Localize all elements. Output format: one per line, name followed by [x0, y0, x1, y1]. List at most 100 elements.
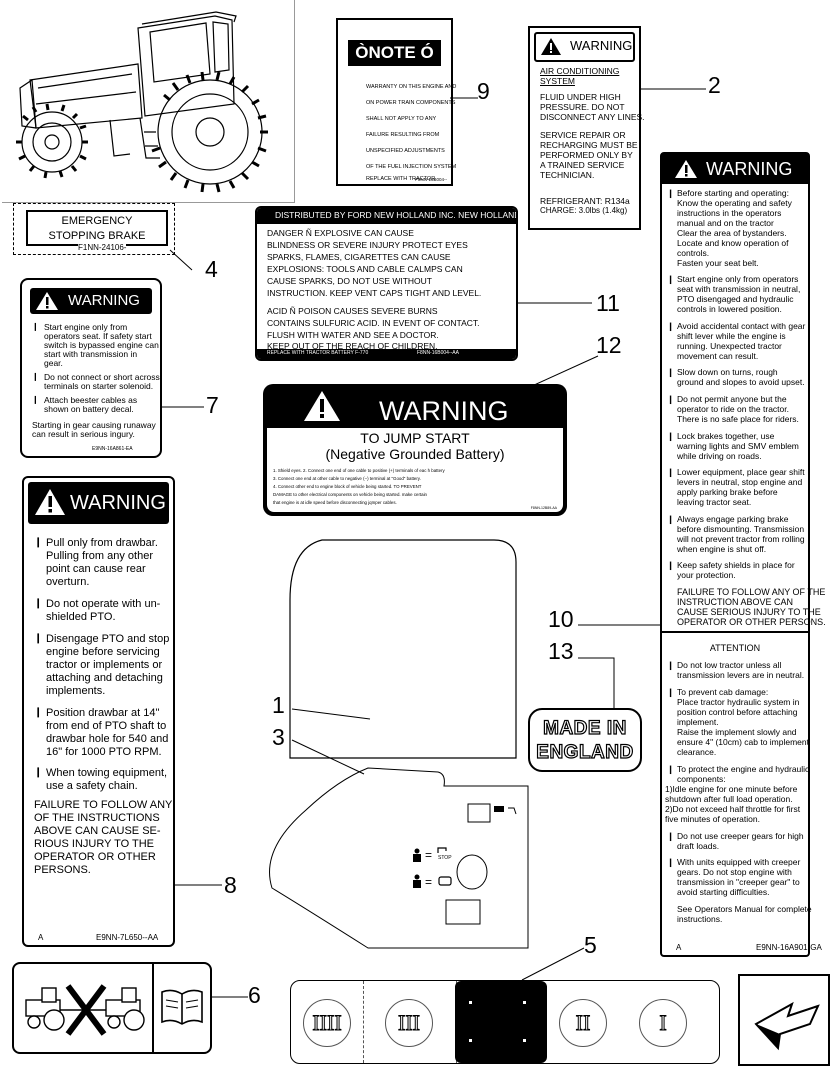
drawbar-header: WARNING: [28, 482, 169, 524]
decal-warranty-note: ÒNOTE Ó WARRANTY ON THIS ENGINE AND ON P…: [336, 18, 457, 186]
operating-bullet: ❙: [667, 274, 675, 284]
starter-text: switch is bypassed engine can: [44, 340, 159, 350]
ac-line: SERVICE REPAIR OR: [540, 130, 626, 140]
operating-text: seat with transmission in neutral,: [677, 284, 801, 294]
starter-bullet: ❙: [32, 322, 39, 331]
drawbar-bullet: ❙: [34, 633, 43, 644]
operating-bullet: ❙: [667, 857, 675, 867]
leader-line-5: [521, 947, 585, 981]
callout-7: 7: [206, 392, 219, 418]
operating-text: There is no safe place for riders.: [677, 414, 799, 424]
note-title: ÒNOTE Ó: [355, 43, 434, 62]
leader-line-11: [516, 302, 592, 304]
note-line: REPLACE WITH TRACTOR: [366, 176, 436, 182]
seat-icon: [413, 848, 421, 862]
starter-bullet: ❙: [32, 395, 39, 404]
gear-slot-3: III: [385, 999, 433, 1047]
starter-text: Starting in gear causing runaway: [32, 420, 156, 430]
starter-text: Do not connect or short across: [44, 372, 160, 382]
operating-text: before dismounting. Transmission: [677, 524, 805, 534]
callout-2: 2: [708, 72, 721, 98]
operating-text: while driving on roads.: [677, 451, 762, 461]
decal-air-conditioning: WARNING AIR CONDITIONING SYSTEM FLUID UN…: [528, 26, 645, 230]
callout-8: 8: [224, 872, 237, 898]
operating-header: WARNING: [662, 154, 808, 184]
operating-text: Slow down on turns, rough: [677, 367, 778, 377]
arrow-down-left-icon: [754, 1001, 820, 1051]
note-line: UNSPECIFIED ADJUSTMENTS: [366, 148, 445, 154]
battery-footer-right: F8NN-16B004--AA: [417, 350, 459, 356]
battery-line: CAUSE SPARKS, DO NOT USE WITHOUT: [267, 276, 432, 286]
drawbar-text: Position drawbar at 14": [46, 707, 160, 719]
starter-text: start with transmission in: [44, 349, 138, 359]
battery-line: INSTRUCTION. KEEP VENT CAPS TIGHT AND LE…: [267, 288, 482, 298]
next-page-button[interactable]: [738, 974, 830, 1066]
operating-bullet: ❙: [667, 367, 675, 377]
note-line: WARRANTY ON THIS ENGINE AND: [366, 84, 457, 90]
drawbar-failure: RIOUS INJURY TO THE: [34, 838, 155, 850]
jump-fine-line: 1. Shield eyes. 2. Connect one end of on…: [273, 468, 445, 473]
operating-part-number: E9NN-16A901-GA: [756, 943, 822, 952]
emergency-part-number: F1NN-24106-: [78, 243, 127, 252]
decal-control-panel: [269, 767, 529, 949]
operating-text: operator to ride on the tractor.: [677, 404, 789, 414]
note-line: OF THE FUEL INJECTION SYSTEM: [366, 164, 457, 170]
leader-line-8: [174, 884, 222, 886]
gear-slot-2: II: [559, 999, 607, 1047]
neutral-dot: [523, 1039, 526, 1042]
neutral-dot: [523, 1001, 526, 1004]
operating-text: ground and slopes to avoid upset.: [677, 377, 805, 387]
drawbar-header-text: WARNING: [70, 492, 166, 514]
starter-text: terminals on starter solenoid.: [44, 381, 154, 391]
operating-text: ensure 4" (10cm) cab to implement: [677, 737, 809, 747]
leader-line-3: [291, 739, 365, 775]
jump-fine-line: DAMAGE to other electrical components on…: [273, 492, 427, 497]
operating-text: Know the operating and safety: [677, 198, 792, 208]
ac-line: PRESSURE. DO NOT: [540, 102, 625, 112]
ac-header: WARNING: [534, 32, 635, 62]
callout-13: 13: [548, 638, 574, 664]
leader-line-1: [291, 708, 371, 720]
leader-line-7: [160, 406, 204, 408]
panel-equals: =: [425, 848, 433, 862]
operating-attention: ATTENTION: [709, 643, 761, 653]
note-line: SHALL NOT APPLY TO ANY: [366, 116, 437, 122]
starter-part-number: E9NN-16A861-EA: [92, 446, 133, 452]
ac-line: FLUID UNDER HIGH: [540, 92, 621, 102]
operating-bullet: ❙: [667, 188, 675, 198]
operating-left-mark: A: [676, 943, 682, 952]
operating-text: Fasten your seat belt.: [677, 258, 759, 268]
ac-line: CHARGE: 3.0lbs (1.4kg): [540, 206, 628, 215]
decal-starter-warning: WARNING ❙ Start engine only from operato…: [20, 278, 162, 458]
battery-line: CONTAINS SULFURIC ACID. IN EVENT OF CONT…: [267, 318, 480, 328]
operating-bullet: ❙: [667, 394, 675, 404]
operating-text: Place tractor hydraulic system in: [677, 697, 800, 707]
drawbar-bullet: ❙: [34, 598, 43, 609]
drawbar-left-mark: A: [38, 933, 44, 942]
drawbar-text: Disengage PTO and stop: [46, 633, 170, 645]
operating-bullet: ❙: [667, 560, 675, 570]
operating-text: controls in lowered position.: [677, 304, 782, 314]
operating-bullet: ❙: [667, 764, 675, 774]
operating-text: Do not use creeper gears for high: [677, 831, 804, 841]
operating-text: implement.: [677, 717, 719, 727]
jump-subtitle: (Negative Grounded Battery): [325, 446, 505, 462]
operating-text: Do not low tractor unless all: [677, 660, 782, 670]
operating-text: manual and on the tractor: [677, 218, 774, 228]
operating-text: gears. Do not stop engine with: [677, 867, 792, 877]
drawbar-text: engine before servicing: [46, 646, 160, 658]
emergency-line: EMERGENCY: [61, 215, 133, 227]
operating-bullet: ❙: [667, 660, 675, 670]
decal-drawbar-warning: WARNING ❙ Pull only from drawbar. Pullin…: [22, 476, 175, 947]
jump-fine-line: 4. Connect other end to engine block of …: [273, 484, 422, 489]
gear-slot-4: IIII: [303, 999, 351, 1047]
operating-bullet: ❙: [667, 321, 675, 331]
operating-text: apply parking brake before: [677, 487, 778, 497]
operating-bullet: ❙: [667, 831, 675, 841]
jump-fine-line: 3. Connect one end at other cable to neg…: [273, 476, 421, 481]
operating-text: transmission in "creeper gear" to: [677, 877, 800, 887]
drawbar-text: When towing equipment,: [46, 767, 168, 779]
battery-footer: REPLACE WITH TRACTOR BATTERY F-770 F8NN-…: [257, 349, 516, 359]
starter-header: WARNING: [30, 288, 152, 314]
drawbar-failure: ABOVE CAN CAUSE SE-: [34, 825, 161, 837]
